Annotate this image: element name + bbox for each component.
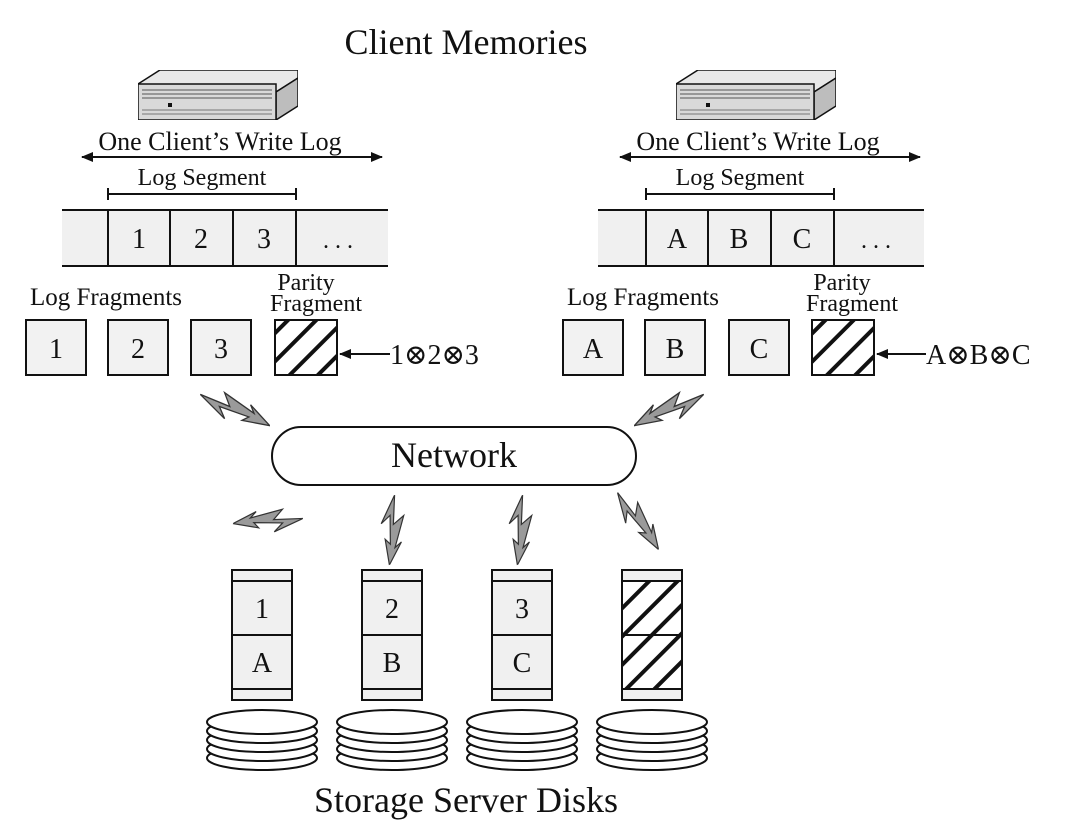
log-cell: 1: [132, 224, 146, 255]
network-label: Network: [391, 435, 517, 475]
log-segment-bracket: [645, 188, 835, 200]
lightning-arrow-icon: [602, 490, 675, 551]
storage-server-2: 2 B: [361, 569, 423, 701]
parity-label: Fragment: [270, 291, 362, 317]
log-segment-label: Log Segment: [138, 165, 267, 191]
parity-fragment-box: [811, 319, 875, 376]
storage-server-3: 3 C: [491, 569, 553, 701]
parity-formula: A⊗B⊗C: [926, 340, 1031, 371]
lightning-arrow-icon: [634, 392, 704, 427]
write-log-strip: 1 2 3 . . .: [62, 209, 388, 267]
server-block: B: [383, 648, 402, 679]
log-fragment: A: [583, 334, 604, 365]
log-cell-ellipsis: . . .: [861, 228, 891, 254]
lightning-arrow-icon: [494, 493, 547, 566]
log-cell: 2: [194, 224, 208, 255]
diagram-footer: Storage Server Disks: [314, 780, 618, 820]
server-block: A: [252, 648, 273, 679]
client-2: One Client’s Write Log Log Segment A B C…: [562, 70, 1031, 376]
lightning-arrow-icon: [232, 494, 305, 547]
server-icon: [676, 70, 836, 120]
log-cell: A: [667, 224, 688, 255]
network-node: [271, 426, 637, 486]
log-fragment-box: [644, 319, 706, 376]
disk-platter: [596, 709, 708, 735]
log-cell: C: [793, 224, 812, 255]
parity-formula: 1⊗2⊗3: [390, 340, 479, 371]
log-fragment: C: [750, 334, 769, 365]
log-fragment-box: [107, 319, 169, 376]
lightning-arrow-icon: [200, 392, 270, 427]
server-icon: [138, 70, 298, 120]
storage-server-parity: [621, 569, 683, 701]
log-fragment: 1: [49, 334, 63, 365]
parity-fragment-box: [274, 319, 338, 376]
client-1: One Client’s Write Log Log Segment 1 2 3…: [25, 70, 479, 376]
log-fragment-box: [562, 319, 624, 376]
log-fragments-label: Log Fragments: [30, 284, 182, 311]
log-fragment: 3: [214, 334, 228, 365]
disk-stack-icon: [206, 709, 708, 771]
log-segment-label: Log Segment: [676, 165, 805, 191]
write-log-strip: A B C . . .: [598, 209, 924, 267]
log-fragments-label: Log Fragments: [567, 284, 719, 311]
server-block: 2: [385, 594, 399, 625]
disk-platter: [206, 709, 318, 735]
parity-label: Parity: [813, 270, 870, 296]
log-fragment: 2: [131, 334, 145, 365]
log-cell: B: [730, 224, 749, 255]
disk-platter: [466, 709, 578, 735]
disk-platter: [336, 709, 448, 735]
log-cell: 3: [257, 224, 271, 255]
log-fragment: B: [666, 334, 685, 365]
storage-server-1: 1 A: [231, 569, 293, 701]
server-block: 1: [255, 594, 269, 625]
log-segment-bracket: [107, 188, 297, 200]
log-fragment-box: [25, 319, 87, 376]
log-fragment-box: [190, 319, 252, 376]
diagram-title: Client Memories: [345, 22, 588, 62]
log-cell-ellipsis: . . .: [323, 228, 353, 254]
server-block: 3: [515, 594, 529, 625]
log-fragment-box: [728, 319, 790, 376]
parity-label: Fragment: [806, 291, 898, 317]
lightning-arrow-icon: [366, 493, 419, 566]
write-log-label: One Client’s Write Log: [636, 127, 879, 156]
server-block: C: [513, 648, 532, 679]
parity-label: Parity: [277, 270, 334, 296]
write-log-label: One Client’s Write Log: [98, 127, 341, 156]
